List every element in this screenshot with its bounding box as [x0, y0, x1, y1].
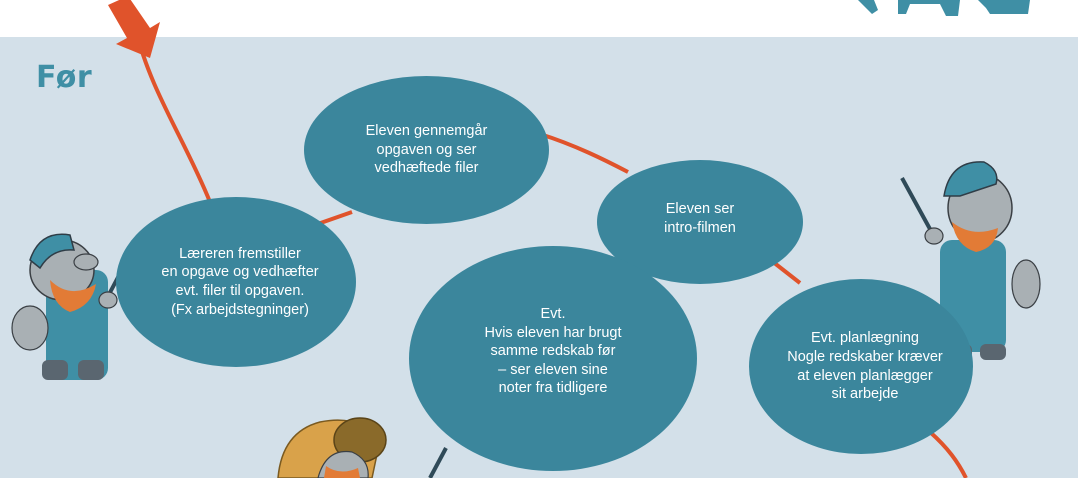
bubble-text: Eleven gennemgår opgaven og ser vedhæfte…: [365, 123, 488, 177]
section-title: Før: [36, 60, 93, 95]
bubble-text: Evt. Hvis eleven har brugt samme redskab…: [484, 306, 622, 397]
mascot-left-icon: [11, 231, 144, 380]
arrow-icon: [108, 0, 160, 58]
mascot-bottom-icon: [277, 417, 448, 478]
bubble-text: Evt. planlægning Nogle redskaber kræver …: [787, 330, 943, 403]
bubble-intro-film: Eleven ser intro-filmen: [597, 160, 803, 284]
bubble-text: Eleven ser intro-filmen: [664, 201, 736, 236]
bubble-review-assignment: Eleven gennemgår opgaven og ser vedhæfte…: [304, 76, 549, 224]
mascot-right-icon: [900, 161, 1041, 360]
bubble-teacher-creates-assignment: Læreren fremstiller en opgave og vedhæft…: [116, 197, 356, 367]
bubble-text: Læreren fremstiller en opgave og vedhæft…: [161, 245, 319, 318]
bubble-planning: Evt. planlægning Nogle redskaber kræver …: [749, 279, 973, 454]
bubble-previous-notes: Evt. Hvis eleven har brugt samme redskab…: [409, 246, 697, 471]
